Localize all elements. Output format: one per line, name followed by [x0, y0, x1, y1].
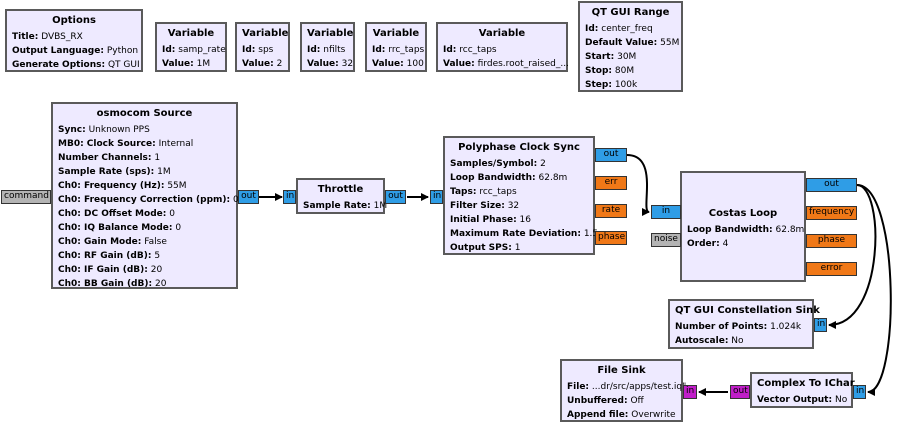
block-title: Variable — [307, 28, 354, 39]
complex-in-port[interactable]: in — [853, 385, 866, 399]
block-title: Variable — [372, 28, 420, 39]
param-row: Start: 30M — [585, 52, 637, 62]
param-row: Ch0: BB Gain (dB): 20 — [58, 279, 167, 289]
param-row: Append file: Overwrite — [567, 410, 676, 420]
param-row: Autoscale: No — [675, 336, 744, 346]
block-title: Polyphase Clock Sync — [458, 142, 580, 153]
pcs-err-port[interactable]: err — [595, 176, 627, 190]
param-row: Title: DVBS_RX — [12, 32, 83, 42]
param-row: Value: 100 — [372, 59, 424, 69]
param-row: Initial Phase: 16 — [450, 215, 531, 225]
param-row: Step: 100k — [585, 80, 638, 90]
throttle-in-port[interactable]: in — [283, 190, 296, 204]
pcs-phase-port[interactable]: phase — [595, 231, 627, 245]
block-title: Variable — [478, 28, 526, 39]
param-row: Maximum Rate Deviation: 1.5 — [450, 229, 599, 239]
param-row: Order: 4 — [687, 239, 729, 249]
param-row: Ch0: Gain Mode: False — [58, 237, 167, 247]
param-row: Output Language: Python — [12, 46, 139, 56]
filesink-in-port[interactable]: in — [683, 385, 697, 399]
pcs-rate-port[interactable]: rate — [595, 204, 627, 218]
param-row: Stop: 80M — [585, 66, 635, 76]
osmocom-out-port[interactable]: out — [238, 190, 259, 204]
block-title: File Sink — [597, 365, 646, 376]
param-row: Loop Bandwidth: 62.8m — [450, 173, 568, 183]
costas-noise-port[interactable]: noise — [651, 233, 681, 247]
costas-loop-block[interactable]: Costas Loop Loop Bandwidth: 62.8m Order:… — [680, 171, 806, 282]
param-row: Id: rrc_taps — [372, 45, 425, 55]
param-row: Number Channels: 1 — [58, 153, 161, 163]
osmocom-command-port[interactable]: command — [1, 190, 51, 204]
param-row: Filter Size: 32 — [450, 201, 520, 211]
variable-block-nfilts[interactable]: Variable Id: nfilts Value: 32 — [300, 22, 355, 72]
param-row: Id: samp_rate — [162, 45, 226, 55]
qt-gui-range-block[interactable]: QT GUI Range Id: center_freq Default Val… — [578, 1, 683, 92]
variable-block-rrc-taps[interactable]: Variable Id: rrc_taps Value: 100 — [365, 22, 427, 72]
param-row: Ch0: Frequency (Hz): 55M — [58, 181, 187, 191]
throttle-out-port[interactable]: out — [385, 190, 406, 204]
costas-in-port[interactable]: in — [651, 205, 681, 219]
param-row: Ch0: DC Offset Mode: 0 — [58, 209, 175, 219]
param-row: Output SPS: 1 — [450, 243, 521, 253]
qt-gui-constellation-sink-block[interactable]: QT GUI Constellation Sink Number of Poin… — [668, 299, 820, 349]
param-row: Vector Output: No — [757, 395, 848, 405]
param-row: Unbuffered: Off — [567, 396, 644, 406]
param-row: Ch0: Frequency Correction (ppm): 0 — [58, 195, 239, 205]
param-row: Id: nfilts — [307, 45, 346, 55]
constellation-in-port[interactable]: in — [814, 318, 827, 332]
param-row: Number of Points: 1.024k — [675, 322, 802, 332]
file-sink-block[interactable]: File Sink File: ...dr/src/apps/test.iq" … — [560, 359, 687, 422]
costas-frequency-port[interactable]: frequency — [806, 206, 857, 220]
block-title: QT GUI Constellation Sink — [675, 305, 820, 316]
block-title: Variable — [167, 28, 215, 39]
variable-block-rcc-taps[interactable]: Variable Id: rcc_taps Value: firdes.root… — [436, 22, 569, 72]
block-title: Costas Loop — [708, 208, 778, 219]
param-row: Value: 1M — [162, 59, 211, 69]
param-row: Generate Options: QT GUI — [12, 60, 140, 70]
osmocom-source-block[interactable]: osmocom Source Sync: Unknown PPS MB0: Cl… — [51, 102, 239, 289]
wire-costas-complex[interactable] — [856, 184, 892, 396]
param-row: Id: rcc_taps — [443, 45, 497, 55]
options-block[interactable]: Options Title: DVBS_RX Output Language: … — [5, 9, 143, 72]
param-row: Value: 32 — [307, 59, 354, 69]
param-row: Loop Bandwidth: 62.8m — [687, 225, 805, 235]
param-row: File: ...dr/src/apps/test.iq" — [567, 382, 687, 392]
param-row: MB0: Clock Source: Internal — [58, 139, 194, 149]
block-title: Options — [52, 15, 96, 26]
param-row: Ch0: RF Gain (dB): 5 — [58, 251, 161, 261]
param-row: Ch0: IQ Balance Mode: 0 — [58, 223, 182, 233]
variable-block-samp-rate[interactable]: Variable Id: samp_rate Value: 1M — [155, 22, 227, 72]
param-row: Sample Rate: 1M — [303, 201, 388, 211]
block-title: QT GUI Range — [591, 7, 670, 18]
wire-pcs-costas[interactable] — [626, 154, 650, 216]
pcs-out-port[interactable]: out — [595, 148, 627, 162]
costas-error-port[interactable]: error — [806, 262, 857, 276]
param-row: Value: 2 — [242, 59, 283, 69]
polyphase-clock-sync-block[interactable]: Polyphase Clock Sync Samples/Symbol: 2 L… — [443, 136, 599, 255]
param-row: Value: firdes.root_raised_... — [443, 59, 569, 69]
param-row: Default Value: 55M — [585, 38, 680, 48]
wire-costas-constellation[interactable] — [828, 184, 877, 329]
param-row: Id: sps — [242, 45, 274, 55]
pcs-in-port[interactable]: in — [430, 190, 443, 204]
param-row: Sync: Unknown PPS — [58, 125, 150, 135]
throttle-block[interactable]: Throttle Sample Rate: 1M — [296, 178, 388, 214]
block-title: Variable — [242, 28, 289, 39]
complex-out-port[interactable]: out — [730, 385, 750, 399]
param-row: Taps: rcc_taps — [450, 187, 517, 197]
costas-phase-port[interactable]: phase — [806, 234, 857, 248]
block-title: Complex To IChar — [757, 378, 855, 389]
param-row: Sample Rate (sps): 1M — [58, 167, 171, 177]
block-title: osmocom Source — [96, 108, 193, 119]
variable-block-sps[interactable]: Variable Id: sps Value: 2 — [235, 22, 290, 72]
param-row: Ch0: IF Gain (dB): 20 — [58, 265, 163, 275]
param-row: Samples/Symbol: 2 — [450, 159, 546, 169]
complex-to-ichar-block[interactable]: Complex To IChar Vector Output: No — [750, 372, 855, 408]
param-row: Id: center_freq — [585, 24, 653, 34]
costas-out-port[interactable]: out — [806, 178, 857, 192]
block-title: Throttle — [317, 184, 364, 195]
